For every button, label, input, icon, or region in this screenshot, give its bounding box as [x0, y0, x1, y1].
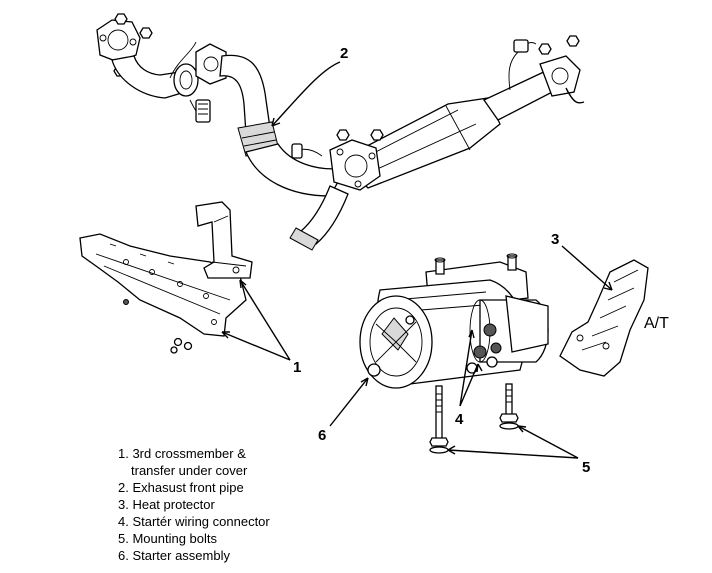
leader-lines	[221, 61, 613, 459]
legend: 1. 3rd crossmember & transfer under cove…	[118, 445, 270, 564]
crossmember	[79, 233, 247, 337]
loose-bolts	[123, 299, 193, 354]
legend-item-1-continued: transfer under cover	[131, 463, 248, 478]
legend-item-2: 2. Exhasust front pipe	[118, 480, 244, 495]
at-label: A/T	[644, 315, 669, 332]
callout-3: 3	[551, 231, 559, 248]
heat-protector	[559, 259, 649, 377]
callout-2: 2	[340, 45, 348, 62]
legend-item-6: 6. Starter assembly	[118, 548, 230, 563]
exhaust-front-pipe	[96, 13, 585, 251]
starter-assembly	[359, 253, 549, 389]
mounting-bolt-right	[499, 383, 519, 430]
transfer-under-cover-bracket	[195, 201, 253, 279]
legend-item-1-text: 1. 3rd crossmember &	[118, 446, 246, 461]
legend-item-3: 3. Heat protector	[118, 497, 215, 512]
callout-1: 1	[293, 359, 301, 376]
callout-5: 5	[582, 459, 590, 476]
mounting-bolt-left	[429, 385, 449, 454]
legend-item-1: 1. 3rd crossmember & transfer under cove…	[118, 445, 270, 479]
legend-item-4: 4. Startér wiring connector	[118, 514, 270, 529]
callout-4: 4	[455, 411, 464, 428]
callout-6: 6	[318, 427, 326, 444]
legend-item-5: 5. Mounting bolts	[118, 531, 218, 546]
